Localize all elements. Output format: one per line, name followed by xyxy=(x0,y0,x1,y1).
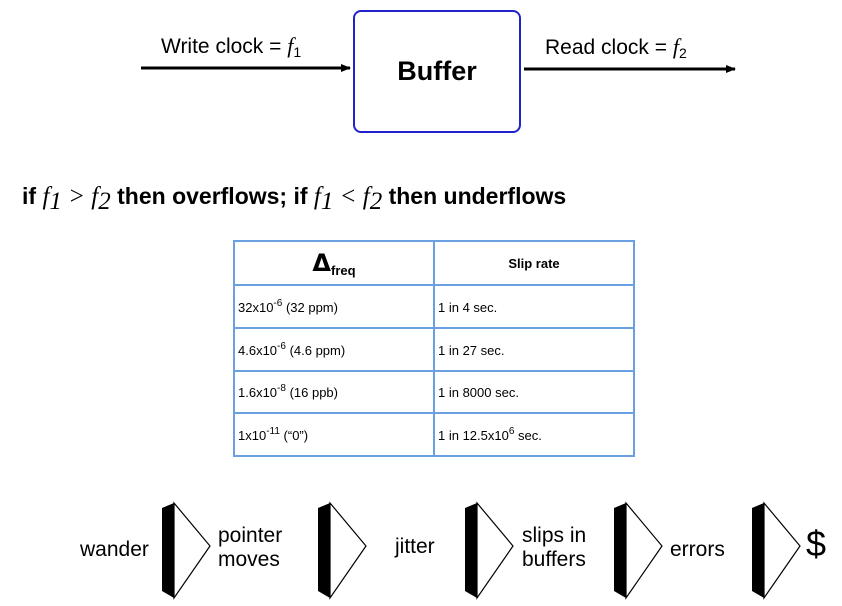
read-clock-label: Read clock = f2 xyxy=(545,34,687,61)
chain-dollar: $ xyxy=(806,523,827,564)
delta-freq-cell: 32x10-6 (32 ppm) xyxy=(233,284,435,329)
slip-rate-cell: 1 in 12.5x106 sec. xyxy=(433,412,635,457)
header-slip-rate: Slip rate xyxy=(433,240,635,286)
chain-jitter: jitter xyxy=(395,535,435,558)
chain-errors: errors xyxy=(670,538,725,561)
delta-freq-cell: 4.6x10-6 (4.6 ppm) xyxy=(233,326,435,372)
chain-arrow-bar xyxy=(162,503,174,598)
chain-arrow-head xyxy=(329,501,367,600)
clock-arrows xyxy=(141,64,736,73)
chain-arrows xyxy=(162,501,801,600)
chain-arrow-bar xyxy=(614,503,626,598)
slip-rate-cell: 1 in 27 sec. xyxy=(433,326,635,372)
table-row: 4.6x10-6 (4.6 ppm)1 in 27 sec. xyxy=(233,326,635,372)
delta-freq-cell: 1x10-11 (“0”) xyxy=(233,412,435,457)
chain-arrow-head xyxy=(625,501,663,600)
table-row: 1x10-11 (“0”)1 in 12.5x106 sec. xyxy=(233,412,635,457)
buffer-box: Buffer xyxy=(353,10,521,133)
chain-arrow-bar xyxy=(465,503,477,598)
chain-arrow-bar xyxy=(318,503,330,598)
chain-wander: wander xyxy=(80,538,149,561)
chain-arrow-head xyxy=(763,501,801,600)
slip-rate-cell: 1 in 8000 sec. xyxy=(433,369,635,415)
table-row: 1.6x10-8 (16 ppb)1 in 8000 sec. xyxy=(233,369,635,415)
delta-freq-cell: 1.6x10-8 (16 ppb) xyxy=(233,369,435,415)
condition-statement: if f1 > f2 then overflows; if f1 < f2 th… xyxy=(22,183,567,215)
table-row: 32x10-6 (32 ppm)1 in 4 sec. xyxy=(233,284,635,329)
buffer-label: Buffer xyxy=(397,56,477,86)
slip-rate-table: Δfreq Slip rate 32x10-6 (32 ppm)1 in 4 s… xyxy=(233,240,635,457)
slip-rate-cell: 1 in 4 sec. xyxy=(433,284,635,329)
write-clock-label: Write clock = f1 xyxy=(161,33,302,60)
table-header-row: Δfreq Slip rate xyxy=(233,240,635,286)
chain-arrow-bar xyxy=(752,503,764,598)
chain-arrow-head xyxy=(476,501,514,600)
header-delta-freq: Δfreq xyxy=(233,240,435,286)
chain-arrow-head xyxy=(173,501,211,600)
